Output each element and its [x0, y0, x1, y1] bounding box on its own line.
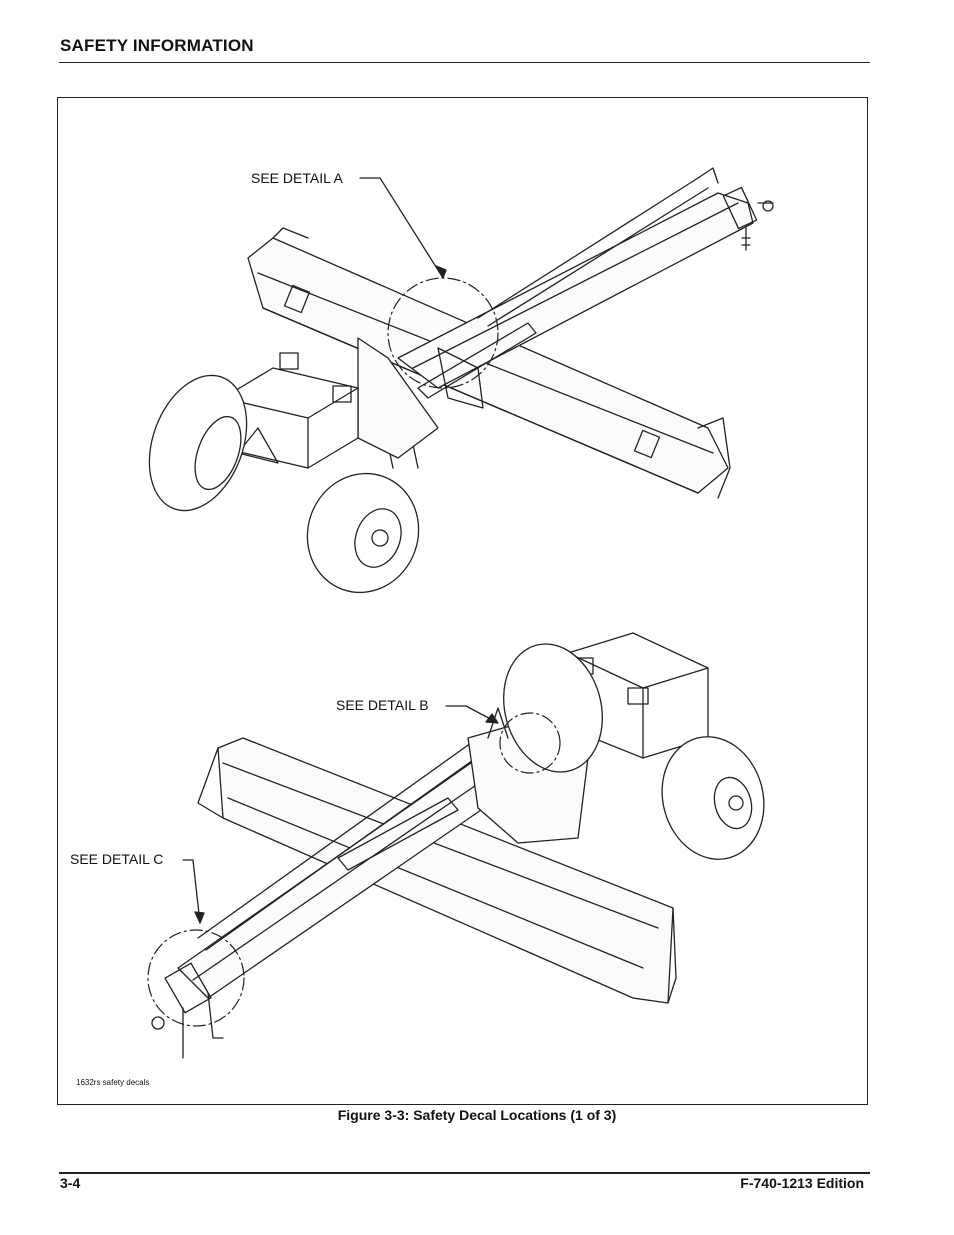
page-number: 3-4: [60, 1175, 81, 1191]
figure-caption: Figure 3-3: Safety Decal Locations (1 of…: [337, 1107, 617, 1123]
grader-illustration: [147, 167, 774, 1059]
callout-see-detail-c: SEE DETAIL C: [70, 851, 164, 867]
callout-see-detail-b: SEE DETAIL B: [336, 697, 429, 713]
edition-label: F-740-1213 Edition: [740, 1175, 864, 1191]
header-divider: [59, 62, 870, 63]
callout-see-detail-a: SEE DETAIL A: [251, 170, 343, 186]
lower-grader-view: [147, 632, 765, 1059]
footer-divider: [59, 1172, 870, 1174]
figure-frame: SEE DETAIL A SEE DETAIL B SEE DETAIL C 1…: [57, 97, 868, 1105]
figure-file-reference: 1632rs safety decals: [76, 1078, 150, 1087]
page-header-title: SAFETY INFORMATION: [60, 36, 254, 55]
upper-grader-view: [148, 167, 774, 594]
